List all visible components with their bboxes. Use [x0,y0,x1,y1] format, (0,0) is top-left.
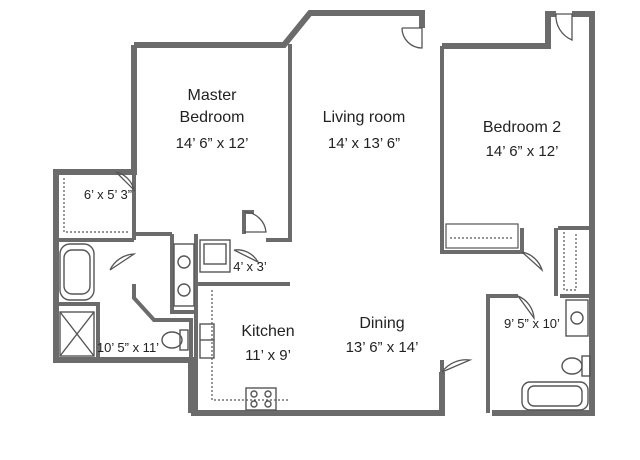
laundry-dims: 4’ x 3’ [233,259,267,274]
sink-icon [177,283,191,297]
toilet-tank-icon [581,355,591,377]
bath2-door [517,295,535,321]
master-door [243,211,267,233]
stove-icon [245,387,277,411]
washer-icon [199,239,231,273]
laundry-door [233,249,260,264]
west-wall-master [53,45,194,413]
closet-door [115,171,136,193]
north-wall-west [134,10,425,48]
burner-icon [264,390,272,398]
master-bedroom-name: Master [188,87,238,104]
bedroom2-dims: 14’ 6” x 12’ [486,143,559,160]
fridge-icon [199,323,215,359]
bath2-vanity-icon [565,299,589,337]
master-bath-dims: 10’ 5” x 11’ [97,340,159,355]
bedroom2-closet [445,223,519,249]
wall-bath2 [486,294,518,413]
bedroom2-door-top [555,13,573,41]
living-room-dims: 14’ x 13’ 6” [328,135,400,152]
living-room-name: Living room [323,109,406,126]
master-bedroom-name-2: Bedroom [180,109,245,126]
master-tub-icon [59,243,95,301]
toilet-icon [161,331,183,349]
burner-icon [264,400,272,408]
hall-door [521,251,544,273]
wall-bedroom2-west [440,46,524,254]
interior-walls [56,44,592,413]
bath2-tub-icon [521,381,589,411]
fixtures [59,239,591,411]
bath2-tub-inner [527,385,583,407]
wall-laundry [170,234,196,314]
room-labels: Master Bedroom 14’ 6” x 12’ Living room … [84,87,561,364]
wall-bath-tub [56,302,100,360]
entry-door [401,27,423,49]
closet-shelves [63,178,577,401]
bath-door [109,253,137,271]
burner-icon [250,390,258,398]
washer-inner [203,243,227,265]
toilet-tank-icon [179,329,189,351]
sink-icon [177,255,191,269]
master-bedroom-dims: 14’ 6” x 12’ [176,135,249,152]
south-wall [191,372,445,416]
shower-cross-b [59,311,95,357]
bath2-dims: 9’ 5” x 10’ [504,316,560,331]
kitchen-name: Kitchen [241,323,294,340]
dining-door [441,359,473,373]
dining-dims: 13’ 6” x 14’ [346,339,419,356]
wall-master-living [266,44,292,242]
burner-icon [250,400,258,408]
south-wall-east [492,11,595,416]
dining-name: Dining [359,315,404,332]
toilet-icon [561,357,583,375]
vanity-icon [173,243,195,307]
bedroom2-name: Bedroom 2 [483,119,561,136]
wall-bath-hall [132,284,193,360]
door-swings [109,13,573,373]
kitchen-dims: 11’ x 9’ [245,347,291,364]
north-wall-bedroom2 [442,11,556,49]
wall-master-south [132,172,172,236]
kitchen-counter-line [211,290,290,401]
master-tub-inner [63,249,91,295]
shower-icon [59,311,95,357]
walk-in-shelf [63,178,128,233]
sink-icon [570,311,584,325]
walk-in-closet-dims: 6’ x 5’ 3” [84,187,132,202]
wall-master-south-b [242,210,254,234]
hall-closet-shelf [563,232,577,291]
